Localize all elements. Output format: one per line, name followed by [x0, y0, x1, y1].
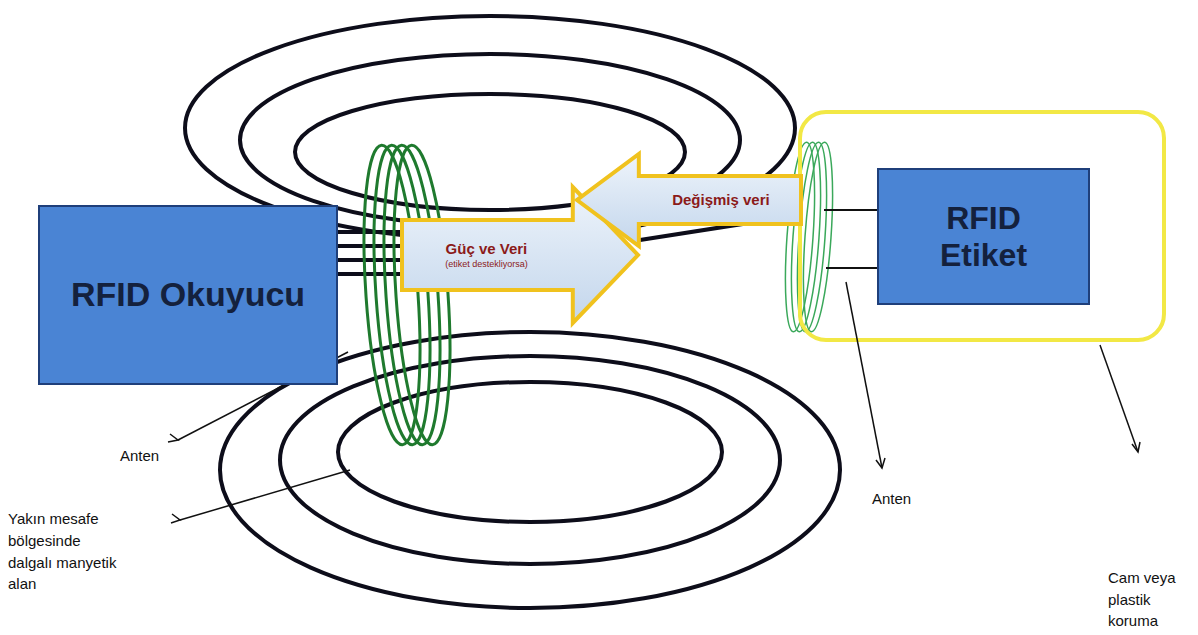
reader-antenna-coil	[356, 144, 459, 447]
antenna-label: Anten	[870, 488, 944, 510]
antenna-label: Anten	[118, 445, 192, 467]
housing-label: Cam veya plastik koruma	[1106, 567, 1192, 632]
node-title: RFID Etiket	[909, 200, 1058, 274]
field-label: Yakın mesafe bölgesinde dalgalı manyetik…	[6, 508, 128, 595]
changed-data-arrow: Değişmiş veri	[575, 152, 803, 248]
tag-antenna-wires	[824, 210, 878, 268]
protective-housing	[800, 112, 1164, 340]
node-title: RFID Okuyucu	[71, 275, 305, 314]
tag-box: RFID Etiket	[877, 168, 1090, 305]
reader-box: RFID Okuyucu	[38, 205, 338, 385]
arrow-label: Değişmiş veri	[672, 190, 770, 210]
tag-antenna-coil	[780, 141, 837, 332]
arrow-label: Güç ve Veri	[446, 239, 528, 259]
arrow-note: (etiket destekliyorsa)	[445, 259, 528, 271]
